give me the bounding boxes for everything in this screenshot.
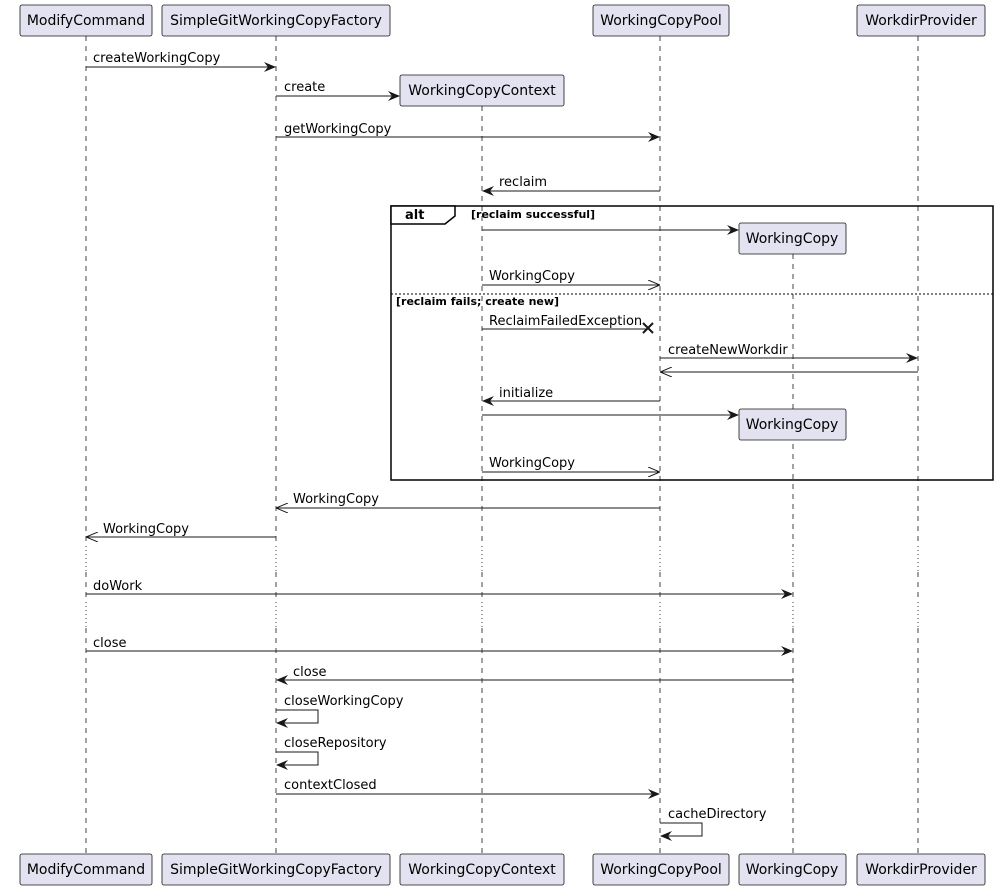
alt-keyword: alt (405, 208, 424, 223)
message-label: close (293, 665, 326, 680)
participant-factory: SimpleGitWorkingCopyFactory (161, 853, 391, 886)
message-label: doWork (93, 579, 143, 594)
alt-frame: alt [reclaim successful] [reclaim fails;… (390, 205, 994, 481)
message-context-closed: contextClosed (276, 778, 660, 799)
message-reclaim-failed: ReclaimFailedException (482, 314, 654, 334)
participant-label: WorkingCopy (746, 862, 839, 878)
participant-label: ModifyCommand (27, 13, 145, 29)
participant-label: ModifyCommand (27, 862, 145, 878)
message-label: WorkingCopy (103, 522, 189, 537)
participant-label: SimpleGitWorkingCopyFactory (170, 13, 382, 29)
message-label: WorkingCopy (489, 456, 575, 471)
message-return-working-copy: WorkingCopy (277, 492, 660, 508)
message-create-new-workdir: createNewWorkdir (660, 343, 918, 363)
participant-working-copy-create: WorkingCopy (738, 408, 847, 441)
participant-workdir-provider: WorkdirProvider (856, 853, 986, 886)
participant-label: WorkingCopyPool (600, 13, 722, 29)
participant-label: WorkingCopyContext (408, 83, 556, 99)
message-label: createWorkingCopy (93, 51, 221, 66)
message-close: close (276, 665, 793, 685)
participant-context: WorkingCopyContext (399, 853, 565, 886)
message-initialize: initialize (482, 386, 660, 406)
participant-pool: WorkingCopyPool (592, 4, 730, 37)
participant-factory: SimpleGitWorkingCopyFactory (161, 4, 391, 37)
participant-working-copy: WorkingCopy (738, 853, 847, 886)
message-label: initialize (499, 386, 553, 401)
participant-label: SimpleGitWorkingCopyFactory (170, 862, 382, 878)
alt-guard: [reclaim successful] (471, 208, 595, 221)
message-label: close (93, 636, 126, 651)
participant-label: WorkdirProvider (865, 862, 977, 878)
message-get-working-copy: getWorkingCopy (276, 122, 660, 142)
participant-context-create: WorkingCopyContext (399, 74, 565, 107)
participant-label: WorkdirProvider (865, 13, 977, 29)
message-cache-directory: cacheDirectory (660, 807, 767, 841)
participant-pool: WorkingCopyPool (592, 853, 730, 886)
message-return-working-copy: WorkingCopy (482, 269, 659, 285)
message-label: contextClosed (284, 778, 377, 793)
participant-modify-command: ModifyCommand (19, 4, 153, 37)
message-label: WorkingCopy (489, 269, 575, 284)
participant-label: WorkingCopyContext (408, 862, 556, 878)
message-label: closeWorkingCopy (284, 694, 404, 709)
message-label: closeRepository (284, 736, 387, 751)
message-close-working-copy: closeWorkingCopy (276, 694, 404, 728)
message-label: WorkingCopy (293, 492, 379, 507)
message-do-work: doWork (86, 579, 793, 599)
message-create-working-copy: createWorkingCopy (86, 51, 276, 72)
participant-label: WorkingCopyPool (600, 862, 722, 878)
participant-workdir-provider: WorkdirProvider (856, 4, 986, 37)
alt-guard: [reclaim fails; create new] (396, 295, 559, 308)
message-label: ReclaimFailedException (489, 314, 642, 329)
participant-label: WorkingCopy (746, 417, 839, 433)
destroy-icon (642, 322, 654, 334)
message-reclaim: reclaim (482, 175, 660, 196)
message-close-repository: closeRepository (276, 736, 387, 770)
message-label: getWorkingCopy (284, 122, 392, 137)
participant-modify-command: ModifyCommand (19, 853, 153, 886)
message-label: create (284, 80, 325, 95)
message-label: reclaim (499, 175, 547, 190)
message-return-working-copy: WorkingCopy (87, 522, 276, 537)
participant-label: WorkingCopy (746, 231, 839, 247)
message-return-working-copy: WorkingCopy (482, 456, 659, 472)
message-label: cacheDirectory (668, 807, 767, 822)
message-create: create (276, 80, 400, 101)
message-close: close (86, 636, 793, 656)
participant-working-copy-create: WorkingCopy (738, 222, 847, 255)
message-label: createNewWorkdir (668, 343, 788, 358)
